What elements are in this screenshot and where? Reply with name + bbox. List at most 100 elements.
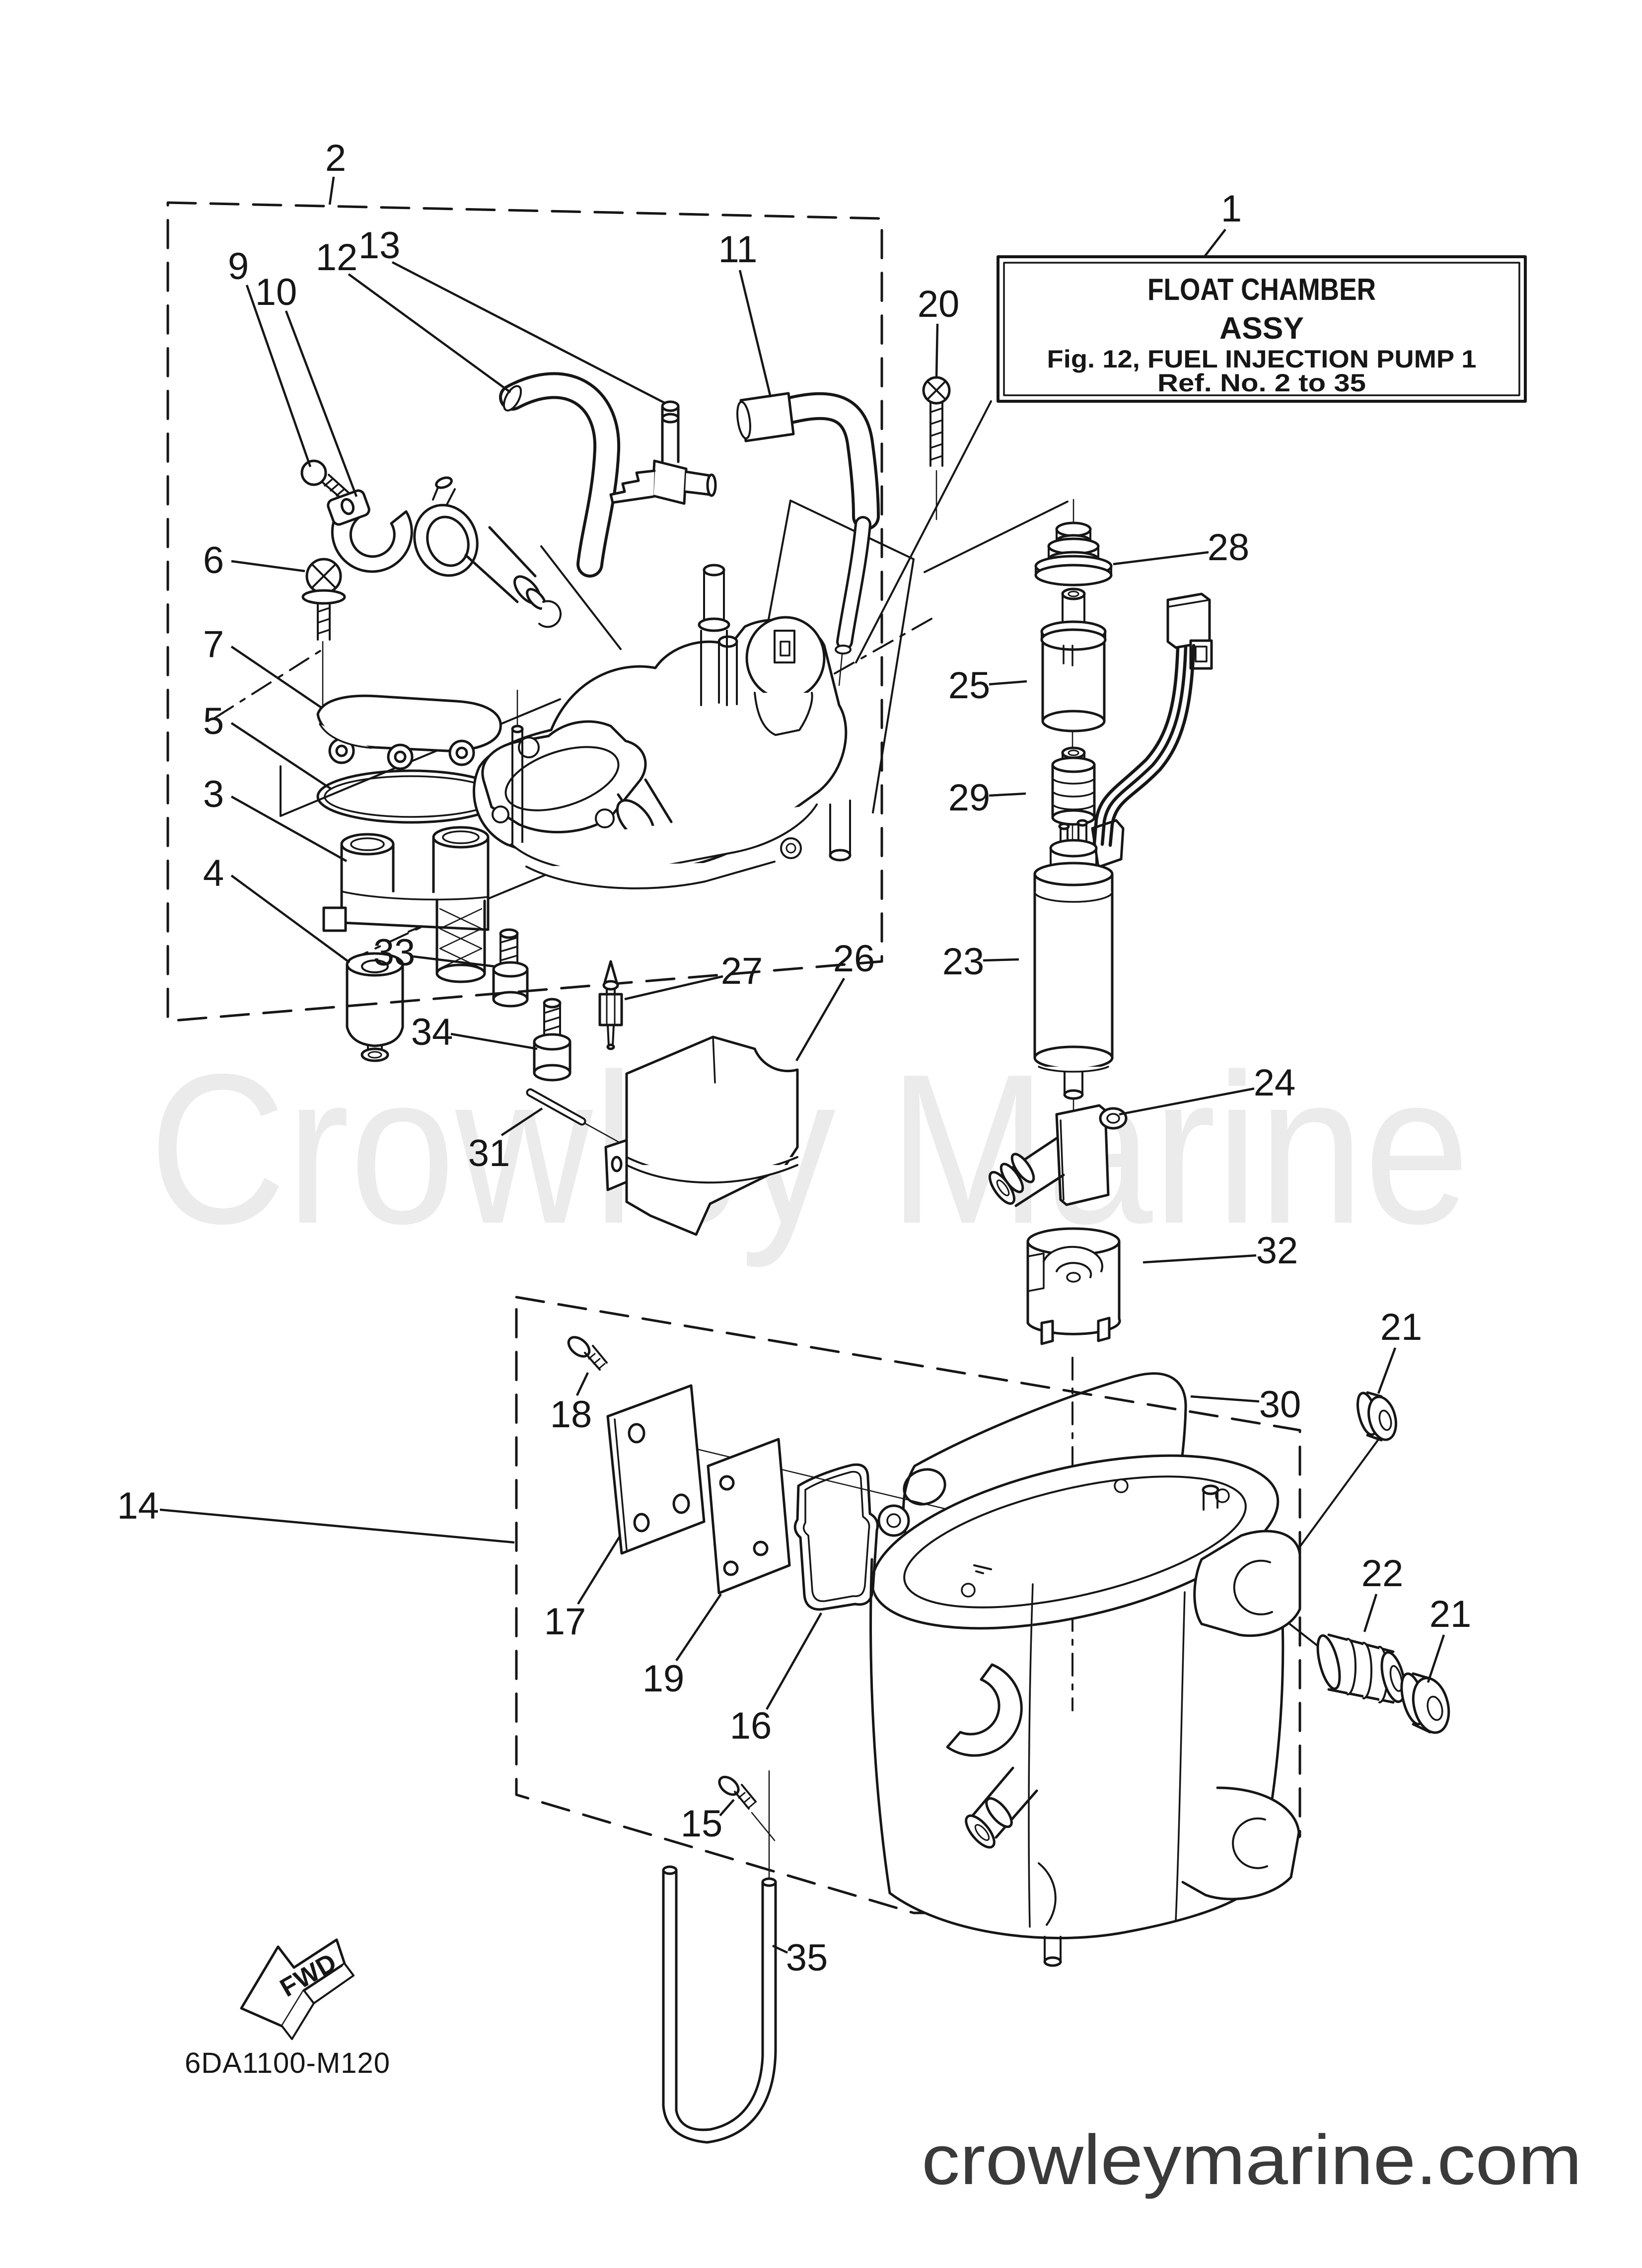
callout-leader-line [230,875,351,963]
callout-leader-line [230,646,322,708]
callout-leader-line [989,792,1026,797]
callout-leader-line [675,1593,722,1662]
callout-leader-line [230,796,348,862]
callout-leader-line [413,955,495,968]
grommet-28 [1034,521,1113,586]
callout-label-6: 6 [203,539,224,582]
callout-leader-line [1142,1254,1257,1264]
callout-label-2: 2 [325,137,346,179]
drawing-code: 6DA1100-M120 [185,2047,390,2079]
callout-leader-line [1203,228,1226,259]
callout-leader-line [983,958,1019,962]
bolt-33 [492,928,529,1008]
cover-26 [604,1035,799,1236]
screw-9 [300,459,350,501]
callout-leader-line [1119,1087,1255,1116]
callout-label-7: 7 [203,623,224,665]
pump-holder-32 [1026,1227,1121,1345]
callout-leader-line [328,176,335,205]
callout-label-33: 33 [373,932,416,974]
callout-leader-line [159,1508,515,1544]
gasket-16 [793,1463,879,1611]
callout-leader-line [348,273,511,393]
callout-label-28: 28 [1208,526,1250,569]
callout-label-29: 29 [948,777,991,819]
callout-label-19: 19 [643,1658,685,1700]
callout-leader-line [935,323,939,378]
screw-15 [718,1775,757,1810]
callout-leader-line [624,975,723,1001]
callout-leader-line [1363,1594,1378,1632]
callout-label-4: 4 [203,852,224,894]
callout-label-9: 9 [228,245,249,288]
callout-label-21: 21 [1380,1306,1423,1348]
callout-leader-line [738,270,772,398]
callout-label-22: 22 [1361,1552,1404,1595]
clamp-10 [327,489,413,573]
callout-label-11: 11 [718,228,758,271]
fuel-pump-23 [1033,819,1125,1100]
float-chamber-assy-label-box [997,255,1527,403]
callout-label-18: 18 [550,1393,592,1436]
screw-6 [301,558,346,641]
callout-label-26: 26 [833,938,875,980]
callout-leader-line [450,1032,538,1050]
callout-label-1: 1 [1221,188,1242,230]
check-valve-24 [988,1104,1128,1207]
plate-17 [606,1384,706,1555]
callout-label-16: 16 [730,1705,772,1747]
callout-label-20: 20 [918,283,960,325]
group-box-2 [166,201,883,1023]
callout-leader-line [772,1944,788,1954]
plug-21-lower [1400,1672,1450,1734]
callout-leader-line [245,285,312,467]
callout-label-23: 23 [942,941,985,983]
filter-cup-4 [346,952,404,1062]
callout-leader-line [1427,1634,1445,1683]
label-box-line3: Fig. 12, FUEL INJECTION PUMP 1 [1047,345,1477,373]
callout-label-31: 31 [468,1132,510,1174]
callout-label-13: 13 [358,224,401,267]
callout-label-27: 27 [721,950,763,992]
float-chamber-body [869,1454,1301,1967]
callout-label-35: 35 [786,1937,828,1979]
elbow-hose-11 [736,392,880,686]
callout-leader-line [766,1612,822,1710]
callout-leader-line [989,680,1027,686]
fuel-joint-3 [322,826,490,983]
callout-label-25: 25 [948,664,991,707]
pin-31 [526,1088,586,1126]
needle-valve-27 [598,960,623,1050]
callout-label-17: 17 [544,1601,586,1643]
t-joint-13 [609,400,717,505]
label-box-line4: Ref. No. 2 to 35 [1157,369,1366,397]
callout-leader-line [230,722,332,790]
pressure-regulator-8 [413,476,562,628]
callout-label-30: 30 [1259,1384,1301,1426]
float-25 [1040,587,1107,732]
website-text: crowleymarine.com [922,2121,1582,2199]
callout-label-24: 24 [1254,1062,1296,1104]
callout-leader-line [1377,1347,1397,1394]
label-box-line2: ASSY [1219,311,1304,346]
callout-label-10: 10 [255,271,297,313]
screw-20 [922,376,951,467]
callout-label-15: 15 [681,1803,723,1845]
callout-label-21: 21 [1429,1593,1472,1635]
label-box-line1: FLOAT CHAMBER [1147,273,1376,307]
callout-leader-line [285,310,358,497]
callout-leader-line [500,1107,543,1136]
callout-label-32: 32 [1256,1230,1298,1272]
callout-leader-line [575,1372,589,1396]
callout-leader-line [795,977,845,1062]
callout-leader-line [1190,1395,1260,1403]
screw-18 [567,1336,608,1371]
callout-leader-line [719,1799,735,1817]
watermark-text: Crowley Marine [149,1030,1470,1269]
grommet-22 [1316,1633,1406,1704]
pipe-35 [662,1865,777,2144]
wire-harness [1092,592,1213,847]
bushing-21-upper [1356,1391,1397,1442]
